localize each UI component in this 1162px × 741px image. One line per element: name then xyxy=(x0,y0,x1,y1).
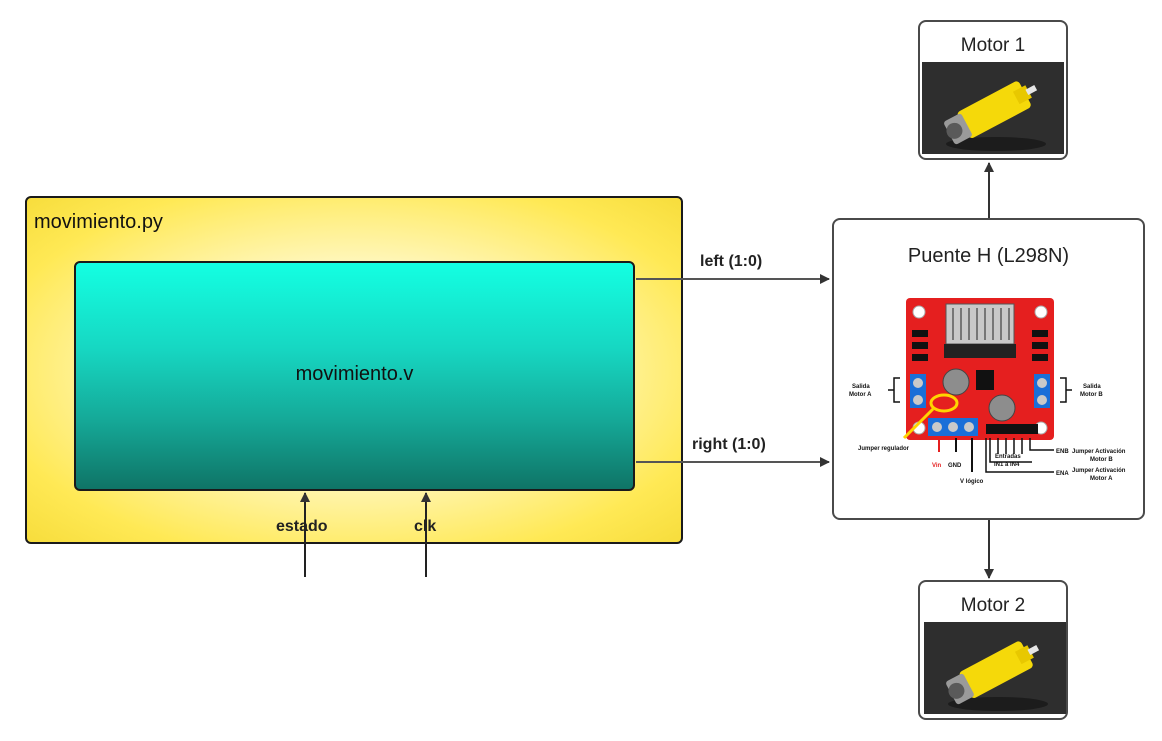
input-header xyxy=(986,424,1038,434)
motor-2-title: Motor 2 xyxy=(960,595,1026,616)
regulator xyxy=(976,370,994,390)
l298n-board-image: Salida Motor A Salida Motor B Jumper reg… xyxy=(849,298,1126,485)
board-label: Salida xyxy=(1083,384,1101,390)
movimiento-v-module xyxy=(74,261,635,491)
h-bridge-title: Puente H (L298N) xyxy=(907,245,1070,267)
motor-1-image xyxy=(922,62,1064,154)
capacitor xyxy=(988,394,1016,422)
heatsink xyxy=(945,303,1015,345)
motor-1-title: Motor 1 xyxy=(960,35,1026,56)
board-label: V lógico xyxy=(960,479,984,485)
movimiento-py-title: movimiento.py xyxy=(34,211,163,233)
estado-signal-label: estado xyxy=(276,518,328,535)
board-label: Motor A xyxy=(849,392,872,398)
board-label: Jumper Activación xyxy=(1072,449,1126,455)
board-label: Motor B xyxy=(1090,457,1113,463)
board-label: Motor B xyxy=(1080,392,1103,398)
mount-hole xyxy=(912,305,926,319)
board-pcb xyxy=(906,298,1054,440)
board-label: Salida xyxy=(852,384,870,390)
driver-chip xyxy=(944,344,1016,358)
board-label: ENA xyxy=(1056,471,1069,477)
jumper-highlight xyxy=(929,393,959,413)
board-label: GND xyxy=(948,463,962,469)
board-label: Vin xyxy=(932,463,942,469)
movimiento-v-title: movimiento.v xyxy=(295,363,414,385)
left-signal-label: left (1:0) xyxy=(700,253,763,270)
board-label: Jumper Activación xyxy=(1072,468,1126,474)
motor-2-image xyxy=(924,622,1066,714)
board-label: IN1 a IN4 xyxy=(994,462,1020,468)
right-signal-label: right (1:0) xyxy=(692,436,766,453)
mount-hole xyxy=(1034,305,1048,319)
board-label: Motor A xyxy=(1090,476,1113,482)
capacitor xyxy=(942,368,970,396)
board-label: Jumper regulador xyxy=(858,446,910,452)
clk-signal-label: clk xyxy=(414,518,437,535)
board-label: ENB xyxy=(1056,449,1069,455)
board-label: Entradas xyxy=(995,454,1021,460)
